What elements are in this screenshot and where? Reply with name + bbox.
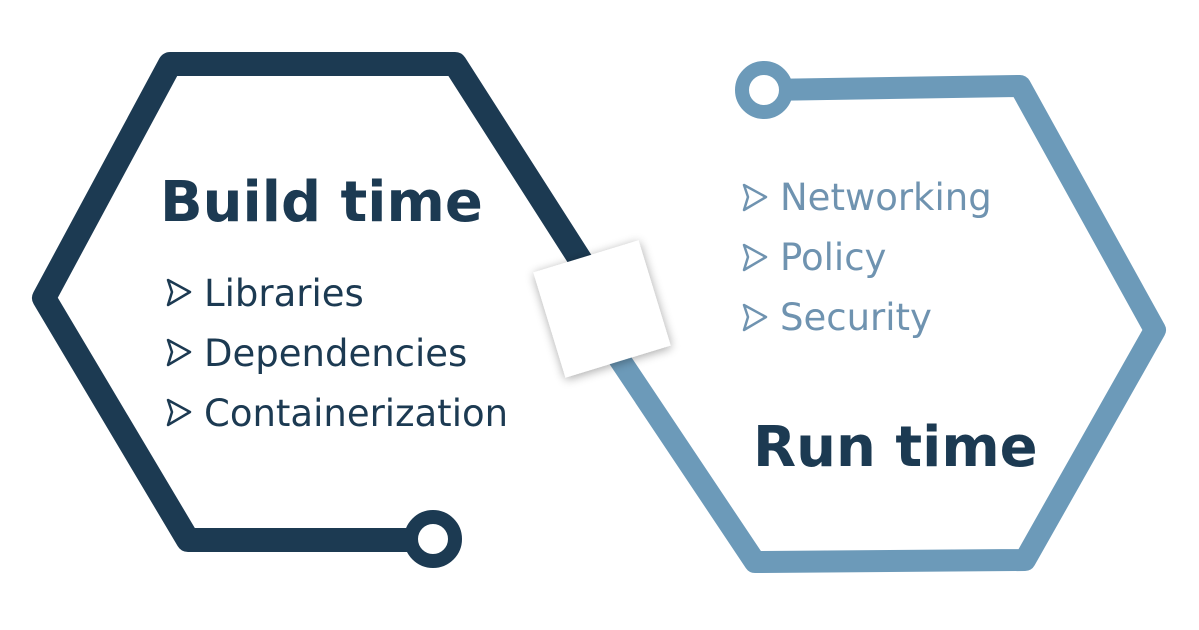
run-time-connector-node	[735, 61, 793, 119]
play-outline-icon	[166, 338, 192, 367]
build-time-hexagon	[32, 52, 609, 568]
link-connector-box	[533, 240, 671, 378]
run-time-title: Run time	[753, 415, 1038, 480]
build-time-title: Build time	[160, 170, 483, 235]
build-time-connector-node	[404, 510, 462, 568]
play-outline-icon	[742, 303, 768, 332]
build-time-item-label: Dependencies	[204, 332, 467, 375]
run-time-item: Policy	[742, 236, 886, 279]
build-time-item-label: Containerization	[204, 392, 508, 435]
run-time-item: Security	[742, 296, 932, 339]
run-time-item-label: Networking	[780, 176, 992, 219]
build-time-item: Libraries	[166, 272, 364, 315]
run-time-item-label: Policy	[780, 236, 886, 279]
play-outline-icon	[742, 243, 768, 272]
play-outline-icon	[166, 278, 192, 307]
run-time-hexagon	[589, 61, 1166, 573]
build-time-item: Containerization	[166, 392, 508, 435]
build-time-item: Dependencies	[166, 332, 467, 375]
play-outline-icon	[742, 183, 768, 212]
play-outline-icon	[166, 398, 192, 427]
build-time-item-label: Libraries	[204, 272, 364, 315]
build-time-hexagon-outline	[32, 52, 609, 552]
run-time-item: Networking	[742, 176, 992, 219]
run-time-item-label: Security	[780, 296, 932, 339]
run-time-hexagon-outline	[589, 75, 1166, 573]
